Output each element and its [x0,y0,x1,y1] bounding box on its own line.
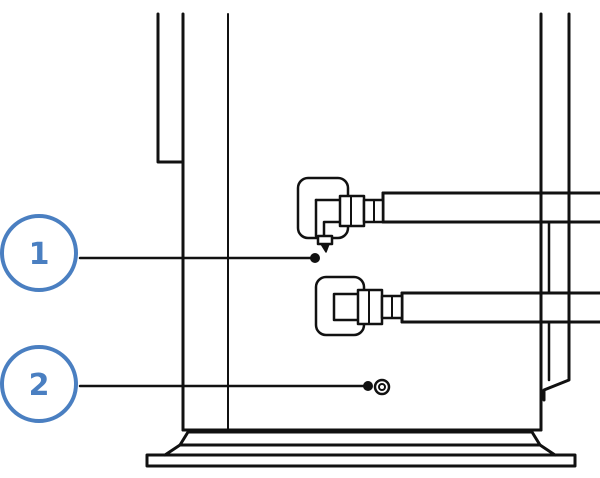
callout-2-label: 2 [29,368,50,403]
leader-dot-1 [310,253,320,263]
callout-2: 2 [0,345,78,423]
drain-valve [316,234,334,253]
callout-1-label: 1 [29,237,50,272]
upper-pipe [381,191,600,224]
tank-left-wall [156,12,229,432]
tank-base [145,430,577,468]
callout-1: 1 [0,214,78,292]
lower-fitting [314,275,404,337]
leader-dot-2 [363,381,373,391]
indicator-port [373,378,391,396]
upper-fitting [296,176,385,240]
